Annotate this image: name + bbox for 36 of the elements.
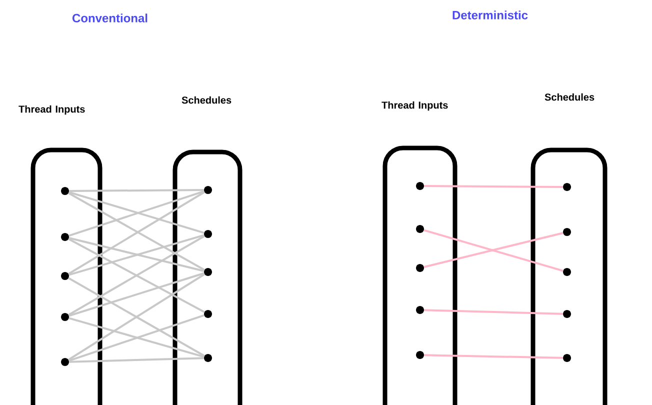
rounded-box: Thread Inputs bbox=[382, 101, 458, 405]
dot bbox=[416, 351, 424, 359]
dot bbox=[416, 225, 424, 233]
node-label: Thread Inputs bbox=[18, 105, 85, 115]
rounded-box: Schedules bbox=[530, 93, 608, 405]
connector-line bbox=[424, 309, 563, 315]
connector-line bbox=[68, 272, 204, 317]
node-label: Thread Inputs bbox=[382, 101, 448, 111]
dot bbox=[204, 268, 212, 276]
dot bbox=[204, 310, 212, 318]
rounded-box: Schedules bbox=[172, 96, 242, 405]
node-label: Schedules bbox=[182, 96, 232, 104]
connector-line bbox=[69, 189, 204, 192]
node-label: Schedules bbox=[544, 93, 594, 101]
dot bbox=[61, 233, 69, 241]
dot bbox=[563, 183, 571, 191]
dot bbox=[204, 354, 212, 362]
section-title: Conventional bbox=[72, 14, 148, 22]
connector-line bbox=[69, 357, 204, 363]
dot bbox=[416, 182, 424, 190]
dot bbox=[61, 272, 69, 280]
dot bbox=[563, 310, 571, 318]
dot bbox=[61, 187, 69, 195]
connector-line bbox=[424, 185, 563, 188]
dot bbox=[61, 313, 69, 321]
dot bbox=[204, 186, 212, 194]
dot bbox=[416, 264, 424, 272]
dot bbox=[563, 354, 571, 362]
connector-line bbox=[424, 354, 563, 359]
dot bbox=[416, 306, 424, 314]
dot bbox=[563, 228, 571, 236]
rounded-box: Thread Inputs bbox=[18, 105, 102, 405]
section-title: Deterministic bbox=[452, 10, 528, 20]
dot bbox=[563, 268, 571, 276]
dot bbox=[204, 230, 212, 238]
dot bbox=[61, 358, 69, 366]
